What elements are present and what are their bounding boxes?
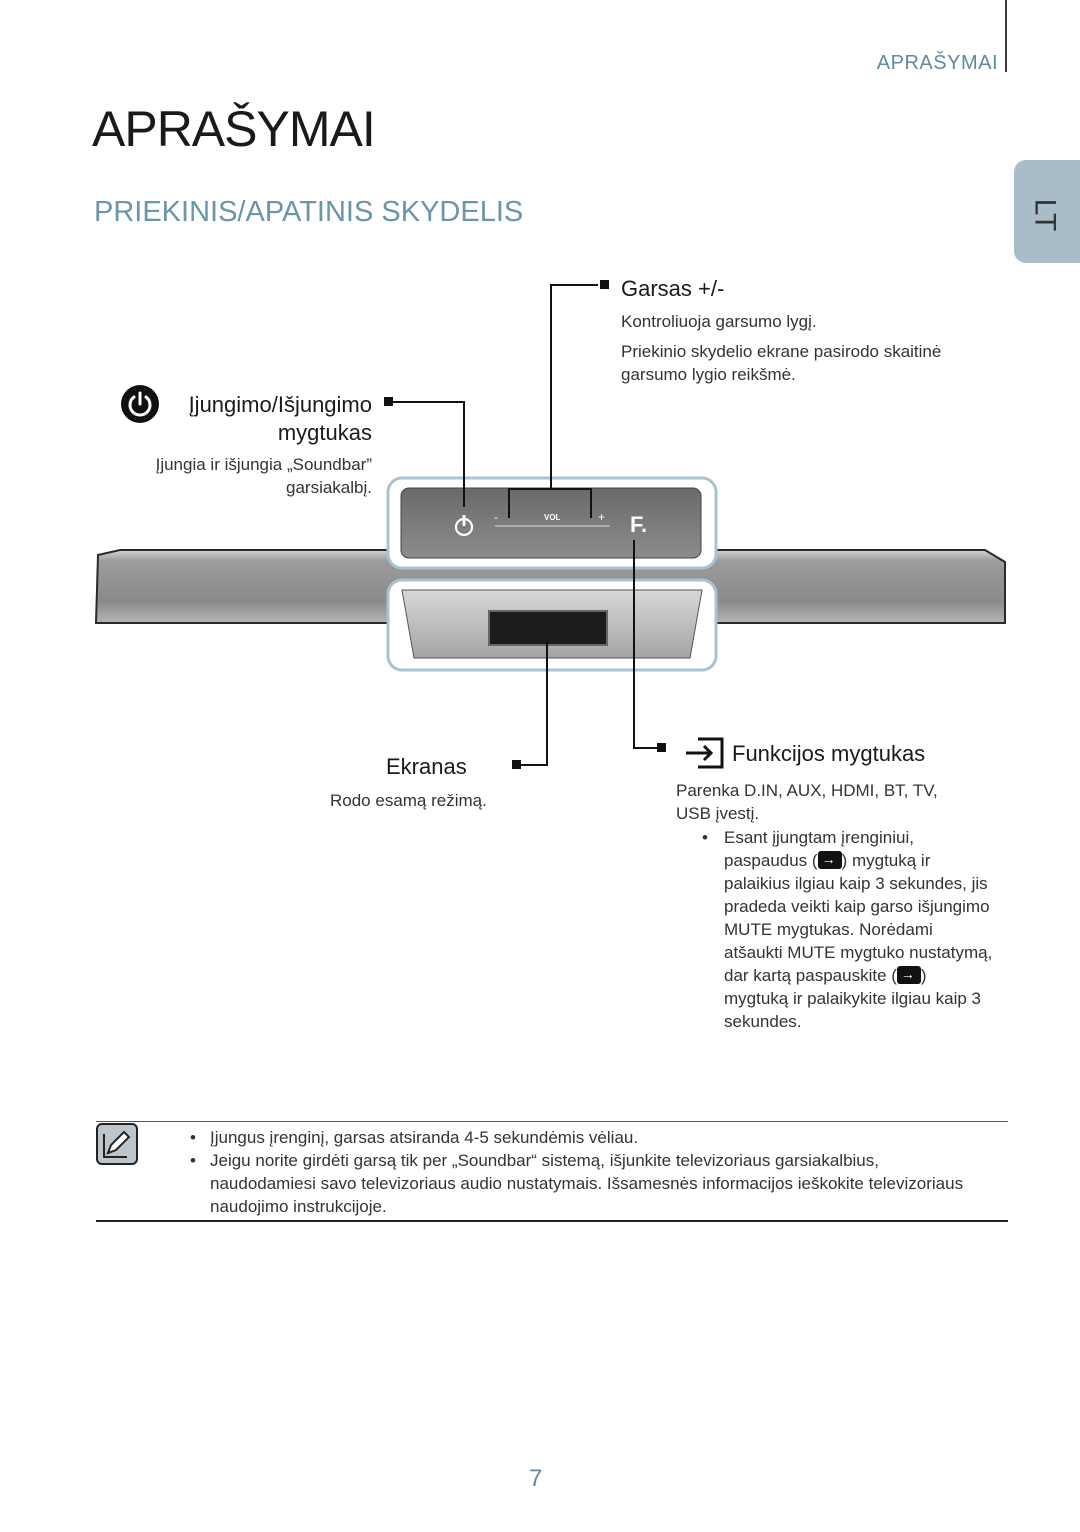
- power-leader: [463, 401, 465, 507]
- display-title: Ekranas: [386, 754, 467, 779]
- volume-leader: [508, 488, 510, 518]
- input-source-icon: [684, 737, 726, 769]
- note-item: Jeigu norite girdėti garsą tik per „Soun…: [186, 1149, 986, 1218]
- page-number: 7: [529, 1465, 543, 1492]
- power-icon: [121, 385, 159, 423]
- function-bullet-text-3: ) mygtuką ir palaikykite ilgiau kaip 3 s…: [724, 966, 982, 1031]
- power-title-line1: Įjungimo/Išjungimo: [188, 392, 372, 417]
- function-leader: [633, 747, 659, 749]
- language-tab: LT: [1014, 160, 1080, 263]
- power-desc: Įjungia ir išjungia „Soundbar” garsiakal…: [155, 455, 372, 497]
- note-divider-bottom: [96, 1220, 1008, 1222]
- vol-minus-label: -: [494, 510, 498, 524]
- header-divider: [1005, 0, 1007, 72]
- function-bullet-text-2: ) mygtuką ir palaikius ilgiau kaip 3 sek…: [724, 851, 993, 985]
- volume-desc-1: Kontroliuoja garsumo lygį.: [621, 312, 817, 331]
- function-desc: Parenka D.IN, AUX, HDMI, BT, TV, USB įve…: [676, 781, 938, 823]
- page-title: APRAŠYMAI: [92, 101, 376, 157]
- function-bullet: Esant įjungtam įrenginiui, paspaudus () …: [698, 826, 994, 1033]
- volume-marker: [600, 280, 609, 289]
- volume-leader: [550, 284, 552, 490]
- power-title-line2: mygtukas: [277, 420, 372, 445]
- display-leader: [546, 641, 548, 766]
- vol-label: VOL: [544, 513, 561, 522]
- volume-desc-2: Priekinio skydelio ekrane pasirodo skait…: [621, 342, 942, 384]
- language-tab-label: LT: [1028, 198, 1062, 232]
- input-source-icon: [896, 963, 921, 986]
- volume-leader: [590, 488, 592, 518]
- soundbar-illustration: [94, 476, 1006, 672]
- volume-leader: [550, 284, 598, 286]
- function-leader: [633, 540, 635, 749]
- power-leader: [393, 401, 465, 403]
- display-marker: [512, 760, 521, 769]
- display-leader: [520, 764, 548, 766]
- running-header: APRAŠYMAI: [876, 52, 998, 74]
- notes-list: Įjungus įrenginį, garsas atsiranda 4-5 s…: [186, 1126, 986, 1218]
- function-marker: [657, 743, 666, 752]
- function-glyph: F.: [630, 512, 648, 537]
- section-title: PRIEKINIS/APATINIS SKYDELIS: [94, 196, 524, 228]
- note-icon: [96, 1123, 138, 1165]
- note-divider-top: [96, 1121, 1008, 1122]
- vol-plus-label: +: [598, 510, 606, 524]
- power-marker: [384, 397, 393, 406]
- input-source-icon: [817, 848, 842, 871]
- function-title: Funkcijos mygtukas: [732, 741, 926, 766]
- volume-title: Garsas +/-: [621, 276, 725, 301]
- note-item: Įjungus įrenginį, garsas atsiranda 4-5 s…: [186, 1126, 986, 1149]
- function-bullet-text-1: Esant įjungtam įrenginiui, paspaudus (: [724, 828, 914, 870]
- display-desc: Rodo esamą režimą.: [330, 791, 487, 810]
